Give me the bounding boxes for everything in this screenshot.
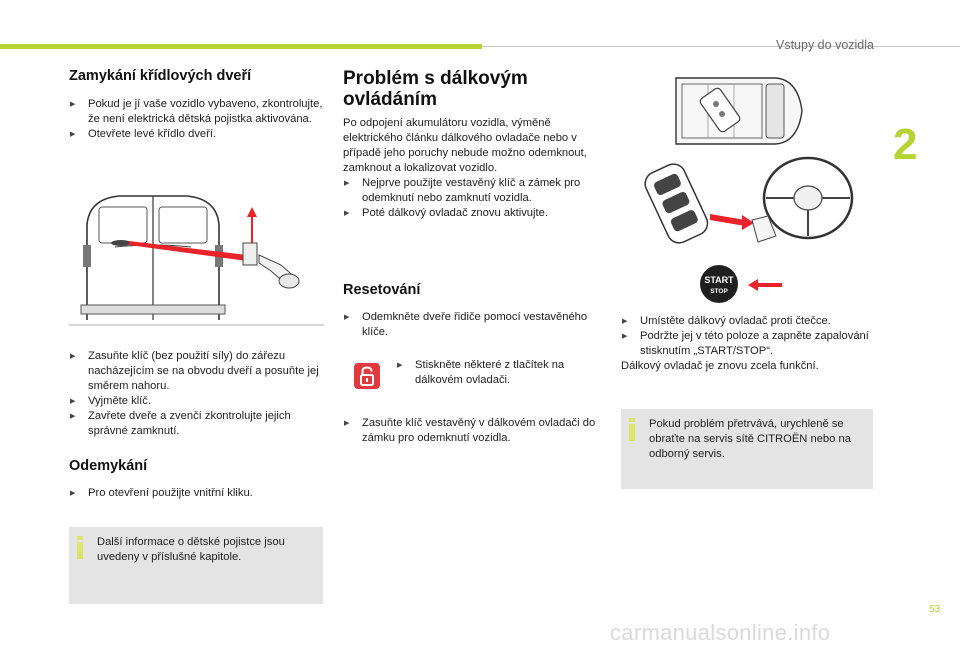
list-item: Poté dálkový ovladač znovu aktivujte. bbox=[343, 206, 601, 221]
red-arrow-icon bbox=[748, 278, 782, 291]
info-text: Pokud problém přetrvává, urychleně se ob… bbox=[649, 418, 851, 460]
list-item: Umístěte dálkový ovladač proti čtečce. bbox=[621, 314, 876, 329]
list-item: Pokud je jí vaše vozidlo vybaveno, zkont… bbox=[69, 97, 324, 127]
remote-problem-intro: Po odpojení akumulátoru vozidla, výměně … bbox=[343, 117, 587, 174]
reset-bullets-2: Stiskněte některé z tlačítek na dálkovém… bbox=[396, 358, 596, 388]
list-item: Pro otevření použijte vnitřní kliku. bbox=[69, 486, 324, 501]
chapter-number: 2 bbox=[893, 120, 918, 169]
start-stop-button-illustration: START STOP bbox=[694, 264, 750, 304]
remote-problem-title: Problém s dálkovým ovládáním bbox=[343, 68, 528, 110]
padlock-icon bbox=[354, 363, 380, 389]
remote-key-illustration bbox=[630, 158, 755, 248]
persistent-problem-info-box: Pokud problém přetrvává, urychleně se ob… bbox=[621, 409, 873, 489]
unlocking-bullets: Pro otevření použijte vnitřní kliku. bbox=[69, 486, 324, 501]
child-lock-info-box: Další informace o dětské pojistce jsou u… bbox=[69, 527, 323, 604]
list-item: Podržte jej v této poloze a zapněte zapa… bbox=[621, 329, 876, 359]
remote-problem-bullets: Nejprve použijte vestavěný klíč a zámek … bbox=[343, 176, 601, 221]
reactivation-result-text: Dálkový ovladač je znovu zcela funkční. bbox=[621, 360, 819, 372]
remote-key-image bbox=[644, 163, 754, 244]
reactivation-bullets: Umístěte dálkový ovladač proti čtečce. P… bbox=[621, 314, 876, 359]
list-item: Zasuňte klíč (bez použití síly) do zářez… bbox=[69, 349, 324, 394]
list-item: Stiskněte některé z tlačítek na dálkovém… bbox=[396, 358, 596, 388]
list-item: Zavřete dveře a zvenčí zkontrolujte jeji… bbox=[69, 409, 324, 439]
info-text: Další informace o dětské pojistce jsou u… bbox=[97, 536, 285, 563]
list-item: Vyjměte klíč. bbox=[69, 394, 324, 409]
unlocking-title: Odemykání bbox=[69, 458, 148, 474]
van-top-view-image bbox=[675, 77, 803, 145]
reset-bullets-1: Odemkněte dveře řidiče pomocí vestavěnéh… bbox=[343, 310, 601, 340]
steering-wheel-image bbox=[751, 156, 854, 243]
section-title: Vstupy do vozidla bbox=[776, 38, 874, 52]
van-rear-image bbox=[69, 185, 324, 330]
wing-door-bullets-bottom: Zasuňte klíč (bez použití síly) do zářez… bbox=[69, 349, 324, 439]
start-stop-image: START STOP bbox=[700, 265, 738, 303]
header-rule bbox=[482, 46, 960, 47]
stop-label: STOP bbox=[710, 288, 728, 295]
info-icon bbox=[628, 418, 636, 441]
wing-door-illustration bbox=[69, 185, 324, 330]
accent-bar bbox=[0, 44, 482, 49]
watermark: carmanualsonline.info bbox=[610, 620, 831, 645]
page-number: 53 bbox=[929, 604, 941, 615]
list-item: Nejprve použijte vestavěný klíč a zámek … bbox=[343, 176, 601, 206]
wing-door-locking-title: Zamykání křídlových dveří bbox=[69, 68, 252, 84]
reset-bullets-3: Zasuňte klíč vestavěný v dálkovém ovlada… bbox=[343, 416, 601, 446]
start-label: START bbox=[704, 275, 734, 285]
steering-wheel-illustration bbox=[748, 150, 858, 252]
wing-door-bullets-top: Pokud je jí vaše vozidlo vybaveno, zkont… bbox=[69, 97, 324, 142]
van-top-view-illustration bbox=[668, 70, 808, 152]
list-item: Odemkněte dveře řidiče pomocí vestavěnéh… bbox=[343, 310, 601, 340]
info-icon bbox=[76, 536, 84, 559]
list-item: Zasuňte klíč vestavěný v dálkovém ovlada… bbox=[343, 416, 601, 446]
reset-title: Resetování bbox=[343, 282, 421, 298]
list-item: Otevřete levé křídlo dveří. bbox=[69, 127, 324, 142]
